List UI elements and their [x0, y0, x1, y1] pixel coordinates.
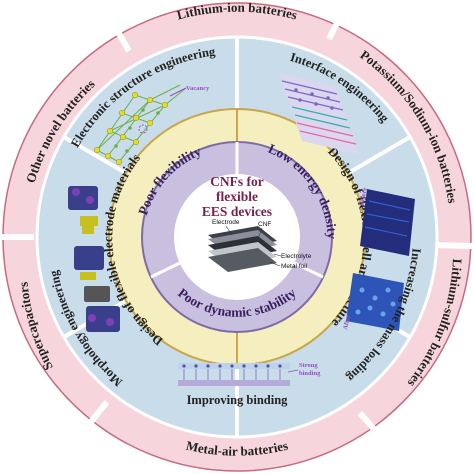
electrode-label: Electrode: [212, 219, 240, 226]
morphology-illustration: [68, 186, 120, 332]
center-title-line-3: EES devices: [202, 204, 272, 219]
metal-foil-label: Metal foil: [281, 263, 308, 270]
center-title-line-2: flexible: [216, 189, 258, 204]
center-title-line-1: CNFs for: [210, 174, 264, 189]
mass-loading-before-illustration: [360, 189, 415, 256]
improving-binding-illustration: [178, 363, 299, 386]
strong-binding-label-line-2: binding: [299, 370, 321, 377]
before-label: Before: [358, 187, 369, 206]
mass-loading-after-illustration: [346, 273, 404, 331]
interface-illustration: [279, 73, 358, 154]
device-schematic: [208, 225, 282, 272]
vacancy-label: Vacancy: [186, 85, 210, 92]
after-label: After: [342, 314, 352, 330]
strong-binding-label-line-1: Strong: [299, 362, 318, 369]
svg-text:Strong binding: Strong binding: [299, 362, 321, 377]
electronic-structure-illustration: [93, 84, 187, 166]
application-metal-air-batteries: Metal-air batteries: [185, 438, 290, 459]
strategy-improving-binding: Improving binding: [187, 393, 289, 407]
electrolyte-label: Electrolyte: [281, 253, 312, 260]
cnf-label: CNF: [258, 221, 271, 228]
